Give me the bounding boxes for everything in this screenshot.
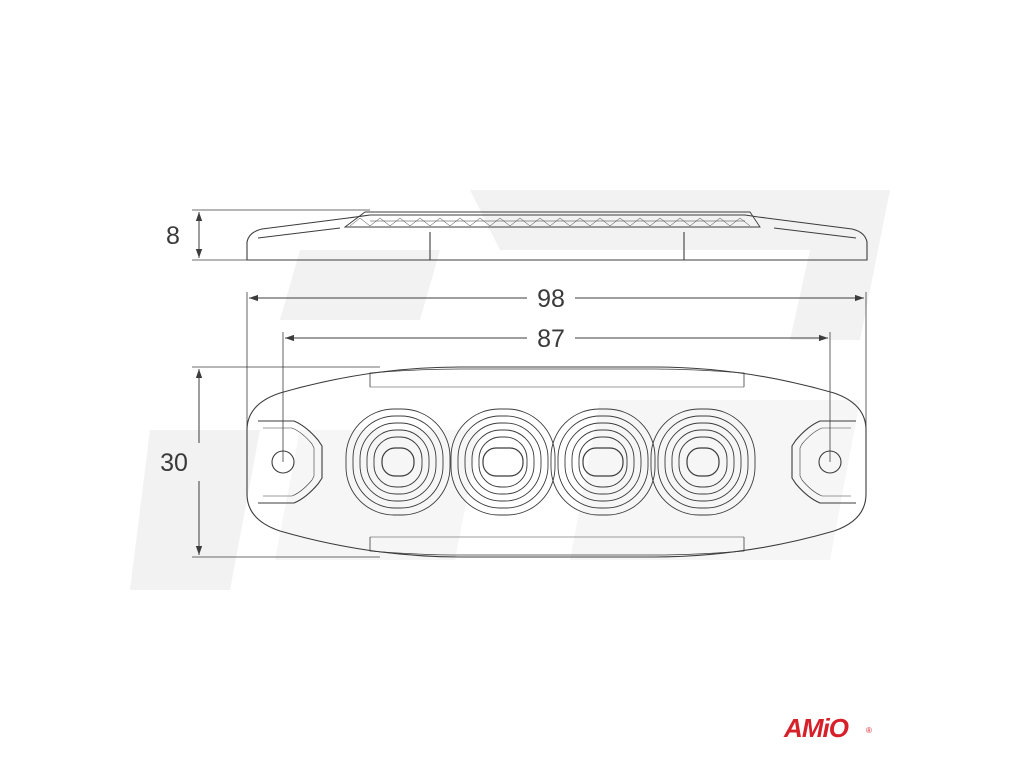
dimension-width <box>192 366 380 558</box>
side-view <box>246 211 868 261</box>
dimension-hole-spacing <box>282 332 831 462</box>
left-mounting-pocket <box>258 420 323 504</box>
dimension-overall-length <box>246 292 867 440</box>
side-view-body-outline <box>246 214 868 261</box>
dimension-label-width: 30 <box>160 449 188 477</box>
left-mounting-hole <box>271 450 295 474</box>
right-mounting-pocket <box>791 420 856 504</box>
led-cell-2 <box>450 408 556 516</box>
registered-mark: ® <box>866 726 872 735</box>
right-mounting-hole <box>818 450 842 474</box>
top-view-body-outline <box>246 366 867 558</box>
watermark <box>130 190 890 590</box>
brand-logo: AMiO ® <box>783 713 872 743</box>
led-cell-1 <box>345 408 451 516</box>
dimension-height-side <box>192 209 370 261</box>
led-cell-4 <box>650 408 756 516</box>
dimension-label-length: 98 <box>537 285 565 313</box>
dimension-label-spacing: 87 <box>537 325 565 353</box>
led-cell-3 <box>550 408 656 516</box>
side-view-lens <box>343 211 761 228</box>
dimension-label-height: 8 <box>166 222 180 250</box>
brand-logo-text: AMiO <box>783 713 849 743</box>
led-cluster <box>345 408 756 516</box>
top-view <box>246 366 867 558</box>
